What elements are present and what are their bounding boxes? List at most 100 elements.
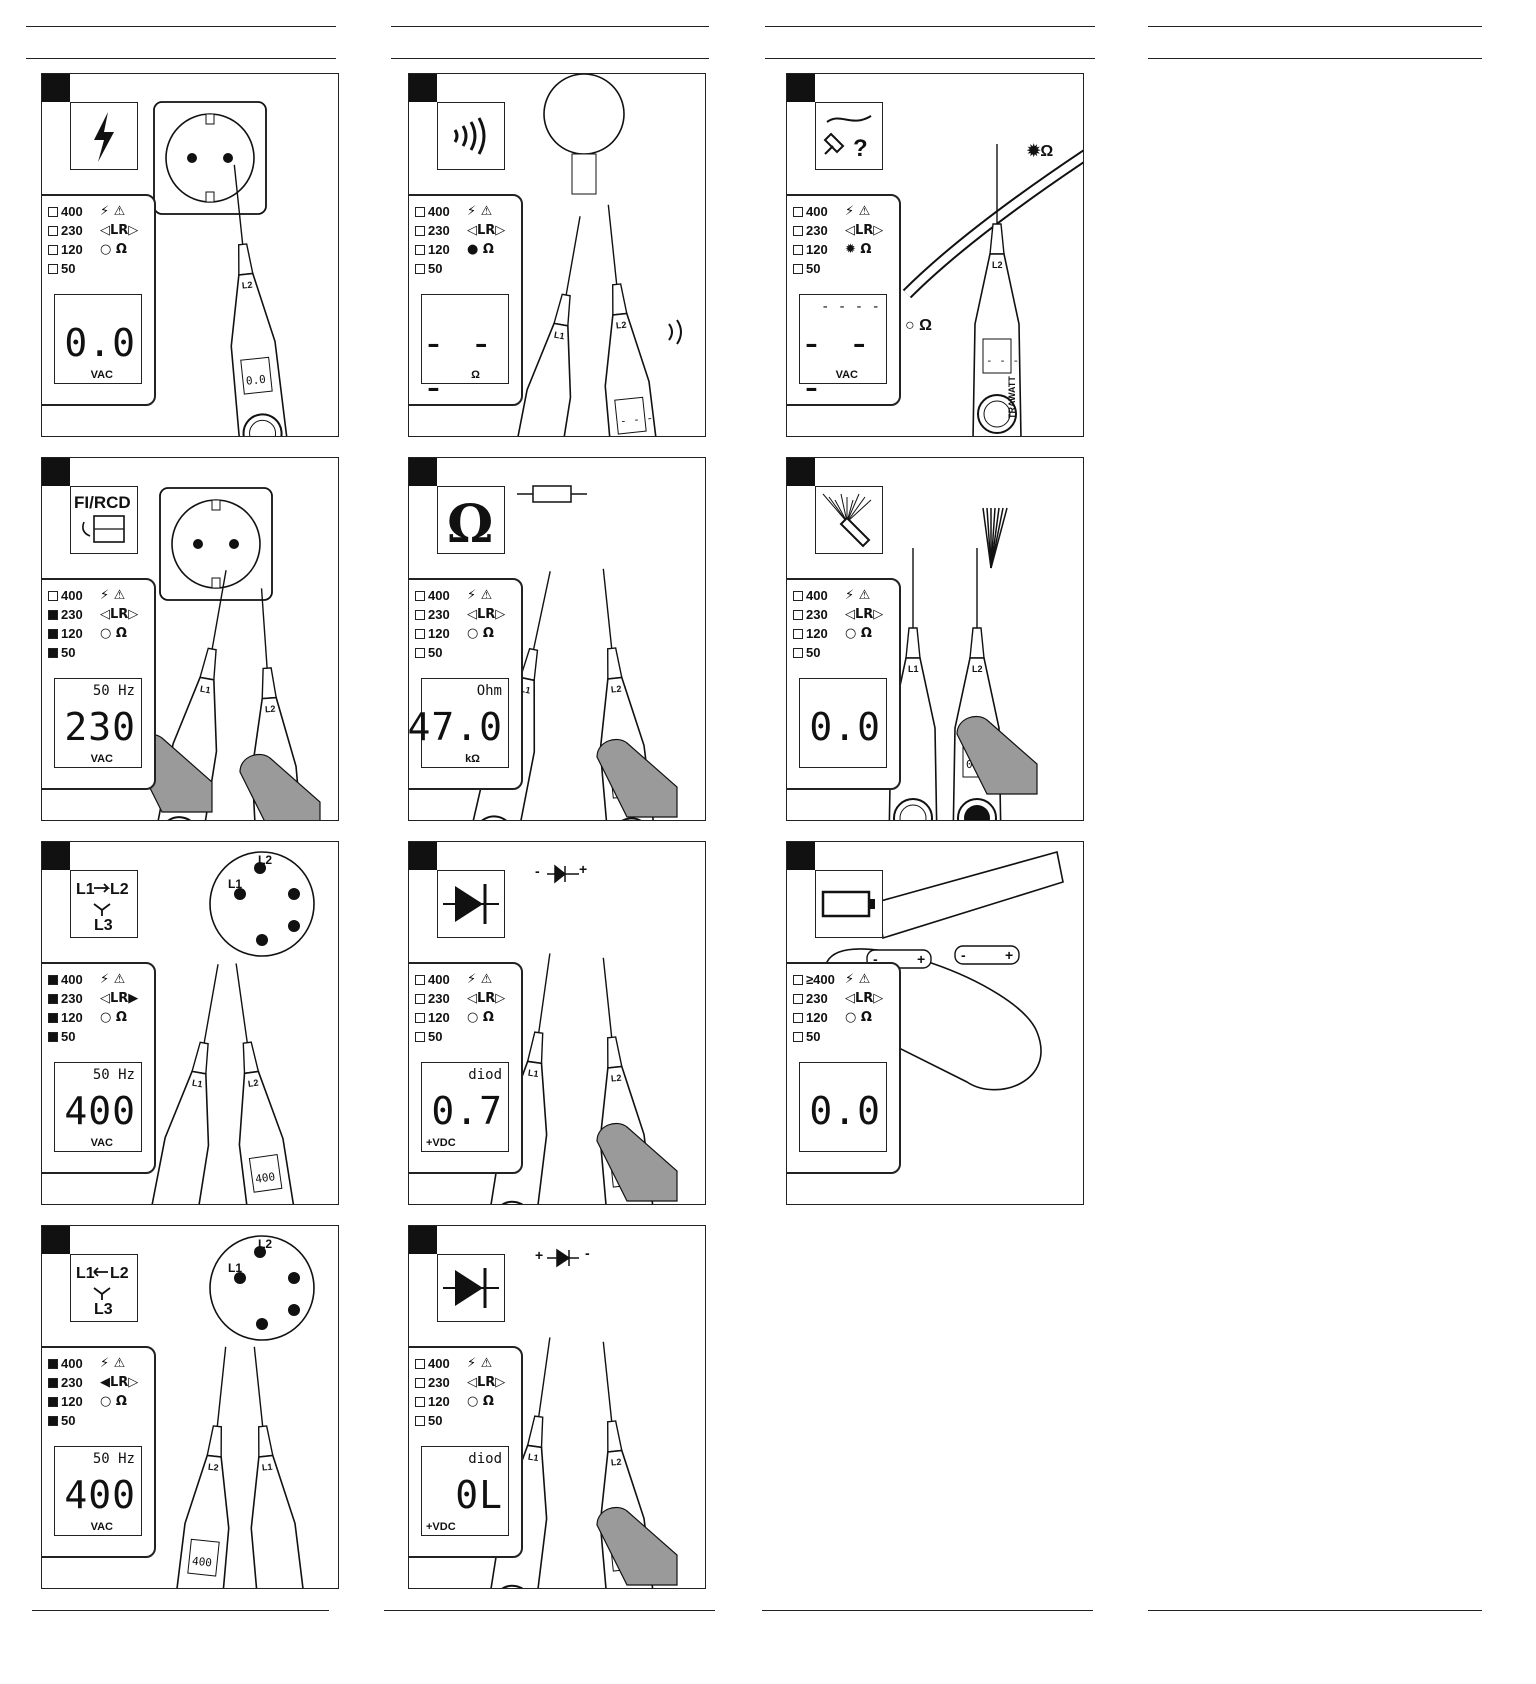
light-bulb xyxy=(543,74,625,155)
battery-minus-2: - xyxy=(961,947,966,963)
status-symbols: ⚡ ⚠◁LR▷○ Ω xyxy=(845,970,883,1027)
led-off-icon xyxy=(793,225,803,236)
ohm-glow-label: ✹Ω xyxy=(1026,143,1053,160)
voltage-led-label: 230 xyxy=(806,991,828,1006)
lcd-main-value: 0.7 xyxy=(431,1089,503,1133)
probe-label: L2 xyxy=(265,704,276,715)
corner-marker xyxy=(409,458,437,486)
lcd-display: 0.0 xyxy=(799,1062,887,1152)
led-off-icon xyxy=(415,1377,425,1388)
battery-minus: - xyxy=(873,951,878,967)
status-symbol-row: ○ Ω xyxy=(100,626,127,641)
ohm-symbol: Ω xyxy=(447,494,493,552)
figure-panel-3: L2- - -DUSPOLdigital 1000✹Ω○ ΩTRAWATT?40… xyxy=(786,73,1084,437)
top-rule-col4-a xyxy=(1148,26,1482,27)
diode-plus: + xyxy=(579,861,587,877)
voltage-led: 230 xyxy=(415,605,450,624)
bottom-rule-col2 xyxy=(384,1610,715,1611)
cee-l2: L2 xyxy=(258,1237,272,1251)
status-symbol-row: ⚡ ⚠ xyxy=(467,204,493,219)
diode-minus: - xyxy=(535,863,540,879)
voltage-led-label: 230 xyxy=(428,1375,450,1390)
finger-right xyxy=(239,753,321,820)
voltage-led-label: 400 xyxy=(428,972,450,987)
status-symbols: ⚡ ⚠◁LR▷○ Ω xyxy=(467,970,505,1027)
voltage-led: 400 xyxy=(48,970,83,989)
status-symbol-row: ○ Ω xyxy=(100,242,127,257)
probe-label: L2 xyxy=(610,684,622,695)
mode-icon-box xyxy=(437,870,505,938)
voltage-led-label: 120 xyxy=(806,242,828,257)
voltage-led: 50 xyxy=(793,1027,835,1046)
lcd-main-value: 0L xyxy=(455,1473,503,1517)
voltage-led-label: 120 xyxy=(61,626,83,641)
status-symbol-row: ◁LR▷ xyxy=(467,991,506,1006)
corner-marker xyxy=(42,458,70,486)
corner-marker xyxy=(42,1226,70,1254)
led-off-icon xyxy=(793,647,803,658)
panel-illustration: L1L20.0 xyxy=(888,507,1038,820)
led-off-icon xyxy=(415,1012,425,1023)
probe-l1: L1 xyxy=(250,1346,324,1588)
lcd-main-value: 0.0 xyxy=(64,321,136,365)
icon-l2: L2 xyxy=(110,1265,129,1282)
mode-icon-box xyxy=(815,870,883,938)
lcd-unit: VAC xyxy=(90,753,113,765)
finger xyxy=(596,1122,678,1202)
probe-label: L1 xyxy=(519,684,531,696)
led-off-icon xyxy=(415,647,425,658)
voltage-led: 120 xyxy=(793,240,828,259)
voltage-led-label: 50 xyxy=(428,1029,443,1044)
diode-symbol xyxy=(547,864,579,884)
diode-icon xyxy=(443,1268,499,1308)
top-rule-col1-b xyxy=(26,58,336,59)
cee-socket xyxy=(209,1235,315,1341)
top-rule-col3-b xyxy=(765,58,1095,59)
diode-minus: - xyxy=(585,1245,590,1261)
panel-illustration: L20.0DUSPOLdigital 1000 xyxy=(153,101,304,436)
voltage-led: ≥400 xyxy=(793,970,835,989)
led-off-icon xyxy=(415,628,425,639)
cee-l1: L1 xyxy=(228,877,242,891)
voltage-led-label: 230 xyxy=(428,991,450,1006)
probe-lcd: 400 xyxy=(191,1555,212,1570)
led-off-icon xyxy=(48,590,58,601)
status-symbol-row: ● Ω xyxy=(467,242,494,257)
voltage-led: 120 xyxy=(48,624,83,643)
status-symbols: ⚡ ⚠◁LR▷○ Ω xyxy=(467,586,505,643)
status-symbol-row: ◁LR▷ xyxy=(845,991,884,1006)
status-symbol-row: ○ Ω xyxy=(467,1010,494,1025)
probe-l2: L2- - - xyxy=(604,204,678,436)
probe-l2: L2- - -DUSPOLdigital 1000 xyxy=(972,144,1022,436)
probe-lcd: - - - xyxy=(619,411,653,427)
probe-label: L2 xyxy=(610,1073,622,1084)
rcd-switch-icon: FI/RCD xyxy=(74,493,131,543)
beep-icon xyxy=(668,319,682,345)
led-off-icon xyxy=(48,263,58,274)
voltage-led-label: 400 xyxy=(428,588,450,603)
corner-marker xyxy=(42,842,70,870)
probe-label: L1 xyxy=(527,1452,539,1463)
figure-panel-10: L2L1L2400DUSPOLdigital 1000L1L1L2L340023… xyxy=(41,1225,339,1589)
led-off-icon xyxy=(415,590,425,601)
probe-label: L2 xyxy=(992,260,1003,270)
ohm-icon: Ω xyxy=(447,494,493,552)
led-off-icon xyxy=(793,609,803,620)
status-symbol-row: ◀LR▷ xyxy=(100,1375,139,1390)
led-off-icon xyxy=(793,206,803,217)
finger xyxy=(956,715,1038,795)
status-symbol-row: ⚡ ⚠ xyxy=(845,588,871,603)
corner-marker xyxy=(42,74,70,102)
probe-lcd: - - - xyxy=(986,354,1019,367)
voltage-led-label: 50 xyxy=(61,645,76,660)
